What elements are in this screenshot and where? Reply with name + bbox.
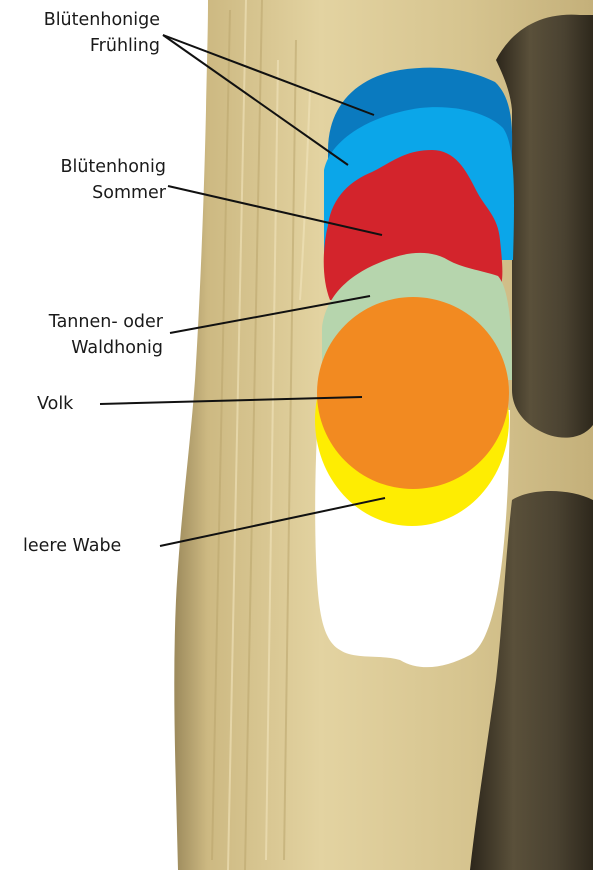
label-spring-honey-line1: Blütenhonige (10, 7, 160, 33)
label-summer-honey-line2: Sommer (10, 180, 166, 206)
label-spring-honey: Blütenhonige Frühling (10, 7, 160, 59)
label-empty-comb: leere Wabe (23, 533, 121, 559)
label-fir-honey: Tannen- oder Waldhonig (5, 309, 163, 361)
label-summer-honey-line1: Blütenhonig (10, 154, 166, 180)
label-colony: Volk (37, 391, 73, 417)
label-spring-honey-line2: Frühling (10, 33, 160, 59)
label-fir-honey-line2: Waldhonig (5, 335, 163, 361)
label-fir-honey-line1: Tannen- oder (5, 309, 163, 335)
colony-circle (317, 297, 509, 489)
label-summer-honey: Blütenhonig Sommer (10, 154, 166, 206)
